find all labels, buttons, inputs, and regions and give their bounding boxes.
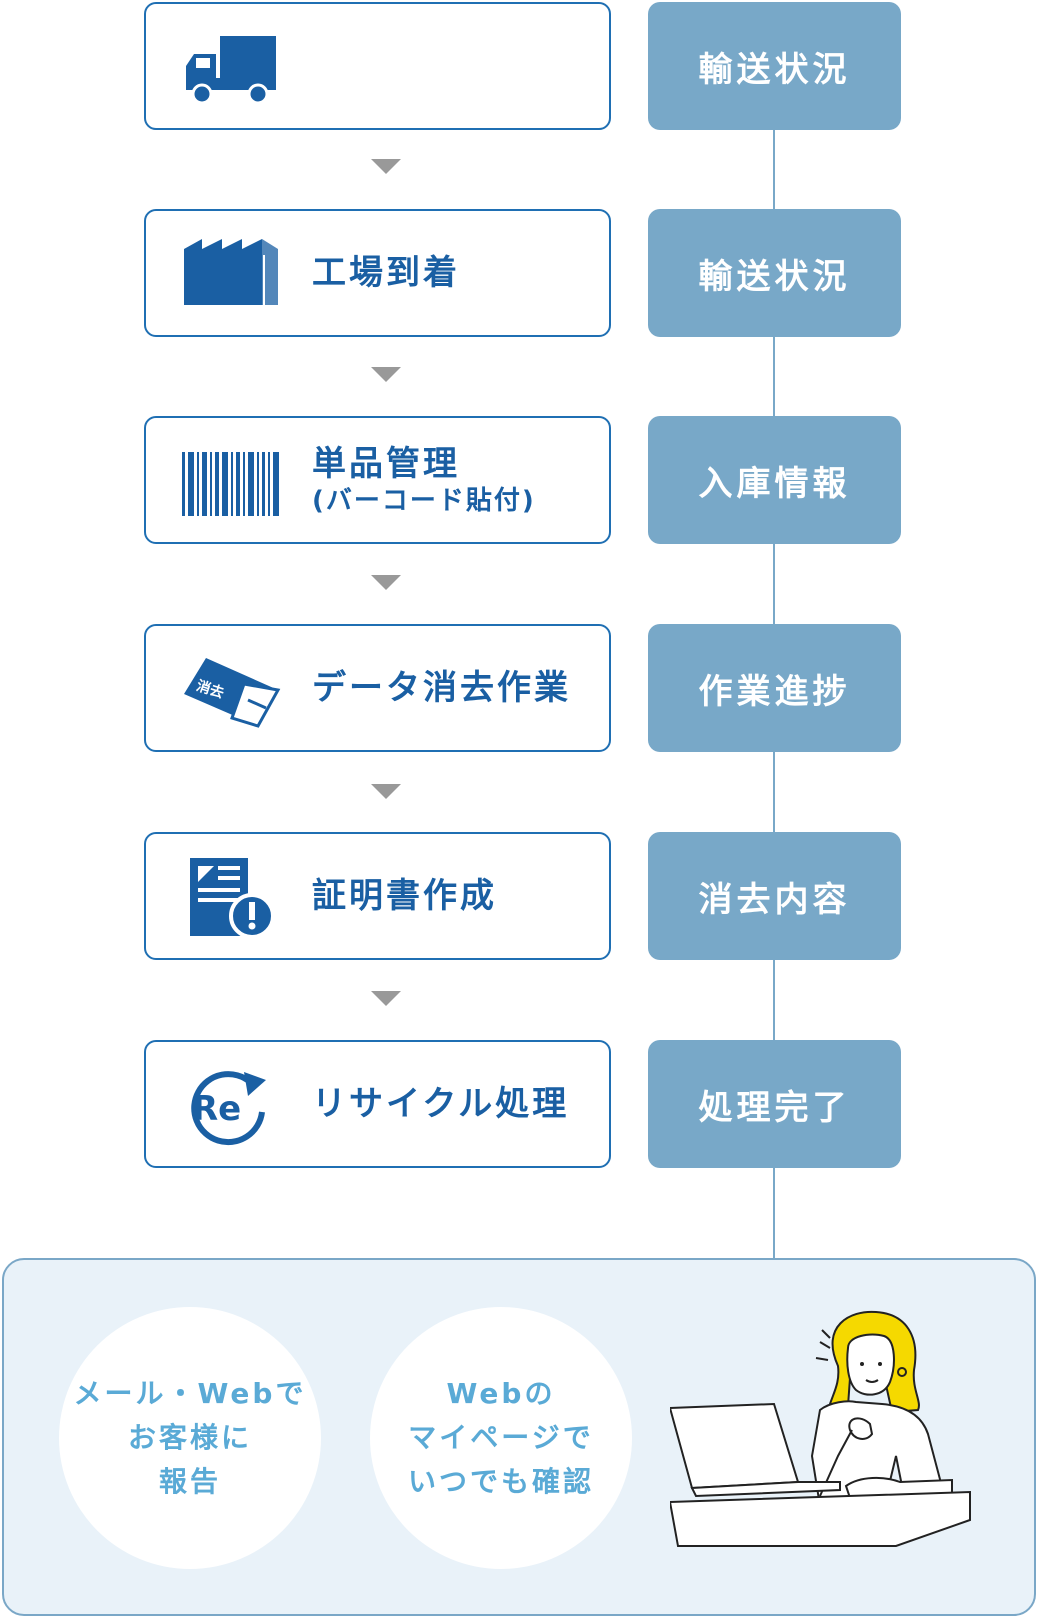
bubble-line: Webの [446, 1377, 556, 1410]
bubble-line: メール・Webで [73, 1377, 307, 1410]
recycle-icon-text: Re [192, 1089, 241, 1129]
down-arrow-icon [371, 991, 401, 1006]
step-label: 単品管理 [312, 444, 460, 484]
down-arrow-icon [371, 367, 401, 382]
woman-with-laptop-illustration [670, 1310, 971, 1547]
report-bubble-mypage: Webの マイページで いつでも確認 [370, 1307, 632, 1569]
step-factory-arrival: 工場到着 [144, 209, 611, 337]
step-label: 証明書作成 [312, 876, 497, 916]
status-inbound-info: 入庫情報 [648, 416, 901, 544]
certificate-icon [190, 858, 275, 938]
step-sublabel: (バーコード貼付) [312, 486, 536, 516]
step-data-erasure: 消去 データ消去作業 [144, 624, 611, 752]
step-recycling: Re リサイクル処理 [144, 1040, 611, 1168]
factory-icon [184, 239, 278, 305]
step-label: リサイクル処理 [312, 1084, 570, 1124]
eraser-icon: 消去 [184, 658, 281, 728]
bubble-line: 報告 [158, 1465, 221, 1498]
truck-icon [186, 36, 276, 105]
step-item-management: 単品管理 (バーコード貼付) [144, 416, 611, 544]
recycle-icon: Re [191, 1071, 266, 1146]
down-arrow-icon [371, 575, 401, 590]
barcode-icon [182, 452, 279, 516]
status-work-progress: 作業進捗 [648, 624, 901, 752]
bubble-line: マイページで [408, 1421, 594, 1454]
step-label: 工場到着 [312, 253, 460, 293]
status-shipping-2: 輸送状況 [648, 209, 901, 337]
down-arrow-icon [371, 784, 401, 799]
status-shipping: 輸送状況 [648, 2, 901, 130]
down-arrow-icon [371, 159, 401, 174]
status-processing-complete: 処理完了 [648, 1040, 901, 1168]
report-bubble-email: メール・Webで お客様に 報告 [59, 1307, 321, 1569]
bubble-line: お客様に [127, 1421, 252, 1454]
bubble-line: いつでも確認 [407, 1465, 594, 1498]
step-label: データ消去作業 [312, 668, 571, 708]
step-truck [144, 2, 611, 130]
step-certificate: 証明書作成 [144, 832, 611, 960]
status-erasure-content: 消去内容 [648, 832, 901, 960]
